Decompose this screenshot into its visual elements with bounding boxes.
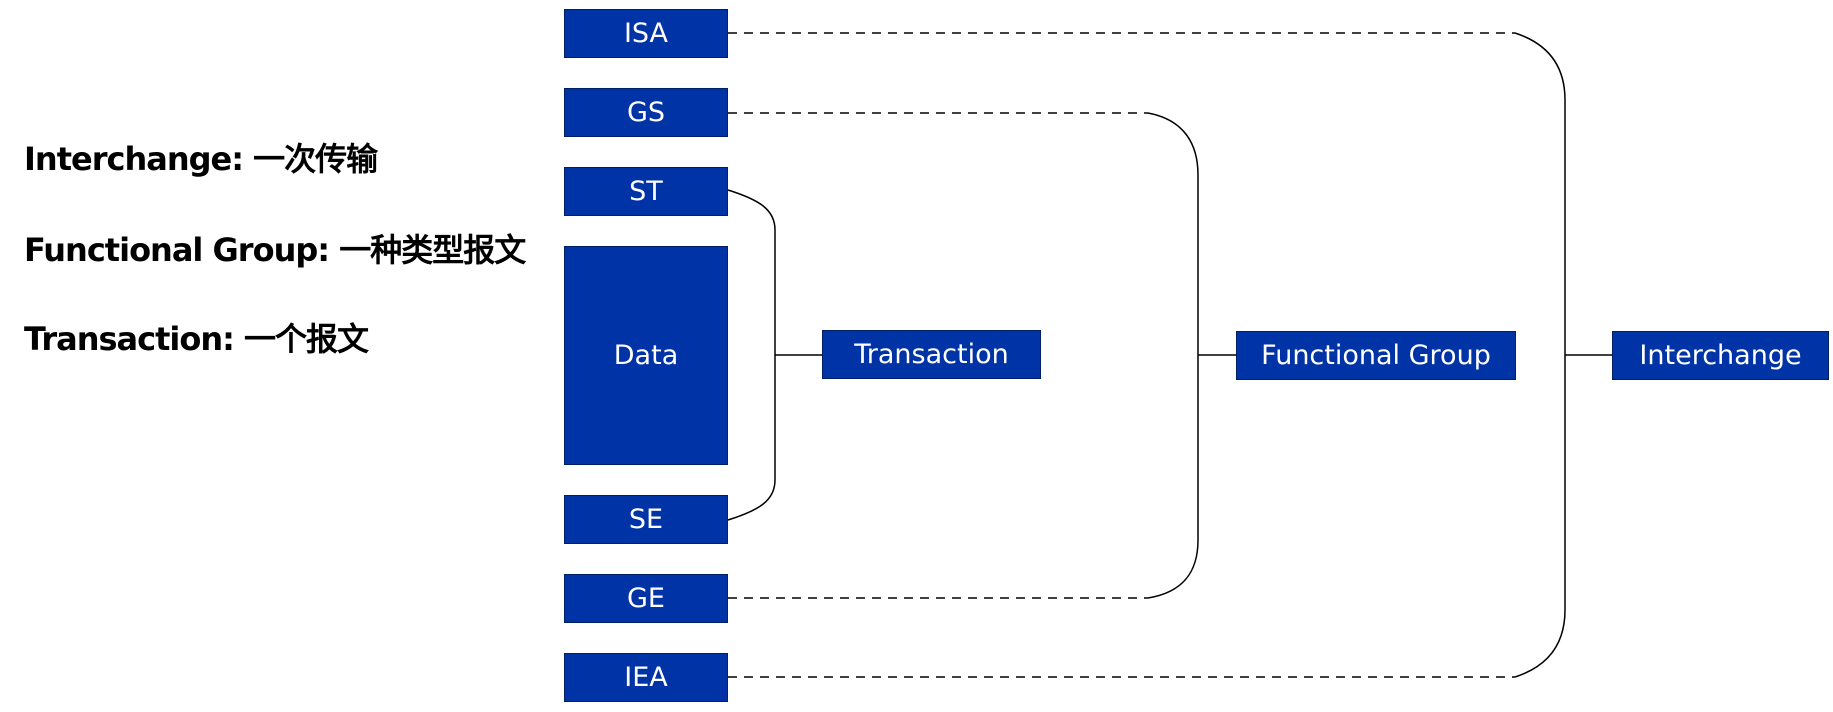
segment-iea: IEA	[564, 653, 728, 702]
segment-data: Data	[564, 246, 728, 465]
level-interchange: Interchange	[1612, 331, 1829, 380]
transaction-bracket	[727, 189, 776, 521]
segment-ge: GE	[564, 574, 728, 623]
level-transaction: Transaction	[822, 330, 1041, 379]
level-functional-group: Functional Group	[1236, 331, 1516, 380]
segment-se: SE	[564, 495, 728, 544]
legend-interchange: Interchange: 一次传输	[24, 140, 378, 178]
segment-st: ST	[564, 167, 728, 216]
functional-group-bracket	[1147, 112, 1199, 599]
segment-gs: GS	[564, 88, 728, 137]
interchange-bracket	[1514, 32, 1566, 678]
segment-isa: ISA	[564, 9, 728, 58]
legend-functional-group: Functional Group: 一种类型报文	[24, 231, 526, 269]
legend-transaction: Transaction: 一个报文	[24, 320, 369, 358]
